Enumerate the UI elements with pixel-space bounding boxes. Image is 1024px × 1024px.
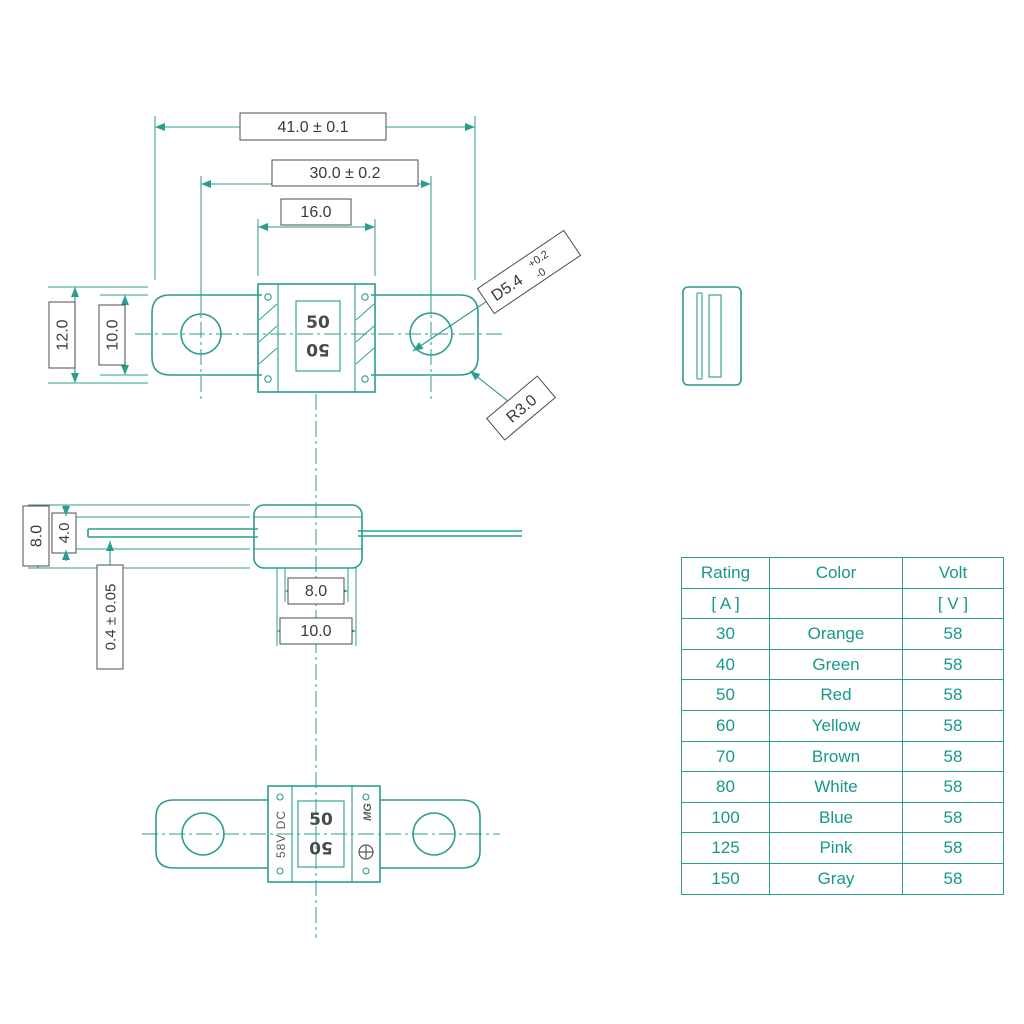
fuse-side-view: [87, 504, 522, 569]
dim-corner-radius: R3.0: [486, 375, 556, 441]
cell-rating: 100: [681, 801, 770, 834]
cell-volt: 58: [902, 709, 1004, 742]
cell-color: Green: [769, 648, 903, 681]
cell-volt: 58: [902, 648, 1004, 681]
cell-rating: 60: [681, 709, 770, 742]
dim-overall-length: 41.0 ± 0.1: [239, 112, 387, 141]
cell-rating: 50: [681, 679, 770, 711]
rating-window: [297, 800, 345, 868]
rivet-icon: [362, 867, 370, 875]
brand-marking: MG: [362, 803, 374, 821]
table-row: 100 Blue 58: [681, 801, 1004, 834]
svg-text:30.0 ± 0.2: 30.0 ± 0.2: [309, 165, 380, 182]
dim-hole-diameter: D5.4 +0.2 -0: [476, 229, 582, 315]
rating-window: [295, 300, 341, 372]
unit-color: [769, 587, 903, 620]
mounting-hole-left: [181, 812, 225, 856]
dim-blade-thickness: 0.4 ± 0.05: [96, 564, 124, 670]
fuse-rating-marking: 50: [306, 313, 330, 333]
svg-text:10.0: 10.0: [300, 623, 331, 640]
rivet-icon: [276, 793, 284, 801]
table-row: 50 Red 58: [681, 679, 1004, 711]
dim-body-width: 16.0: [280, 198, 352, 226]
fuse-front-view: 50 50 58V DC MG: [155, 785, 481, 883]
cell-color: Orange: [769, 618, 903, 650]
col-header-color: Color: [769, 557, 903, 589]
svg-text:41.0 ± 0.1: 41.0 ± 0.1: [277, 119, 348, 136]
table-row: 30 Orange 58: [681, 618, 1004, 650]
cell-rating: 125: [681, 832, 770, 864]
dim-side-height: 8.0: [22, 505, 50, 567]
fuse-rating-marking-inverted: 50: [309, 837, 333, 857]
col-header-rating: Rating: [681, 557, 770, 589]
cell-volt: 58: [902, 771, 1004, 803]
rivet-icon: [264, 293, 272, 301]
dim-terminal-height: 10.0: [98, 304, 126, 366]
cell-color: Red: [769, 679, 903, 711]
unit-volt: [ V ]: [902, 587, 1004, 620]
table-row: 70 Brown 58: [681, 740, 1004, 773]
fuse-body: [267, 785, 381, 883]
ratings-table: Rating Color Volt [ A ] [ V ] 30 Orange …: [681, 557, 1004, 895]
dim-side-inner-height: 4.0: [51, 512, 77, 554]
mounting-hole-right: [412, 812, 456, 856]
side-body: [253, 504, 363, 569]
table-row: 125 Pink 58: [681, 832, 1004, 864]
fuse-end-view: [682, 286, 742, 386]
col-header-volt: Volt: [902, 557, 1004, 589]
rivet-icon: [264, 375, 272, 383]
fuse-rating-marking-inverted: 50: [306, 339, 330, 359]
cell-volt: 58: [902, 679, 1004, 711]
cell-rating: 150: [681, 862, 770, 895]
dimensions-side-view: 8.0 10.0 8.0 4.0 0.4 ± 0.05: [22, 504, 357, 670]
cell-rating: 70: [681, 740, 770, 773]
svg-text:8.0: 8.0: [29, 525, 46, 547]
cell-volt: 58: [902, 801, 1004, 834]
cell-volt: 58: [902, 740, 1004, 773]
rivet-icon: [361, 375, 369, 383]
cell-color: Pink: [769, 832, 903, 864]
table-row: 60 Yellow 58: [681, 709, 1004, 742]
table-row: 80 White 58: [681, 771, 1004, 803]
cell-color: Gray: [769, 862, 903, 895]
svg-text:10.0: 10.0: [105, 319, 122, 350]
dim-outer-width: 10.0: [279, 617, 353, 645]
cell-volt: 58: [902, 862, 1004, 895]
cell-rating: 80: [681, 771, 770, 803]
unit-rating: [ A ]: [681, 587, 770, 620]
cell-rating: 30: [681, 618, 770, 650]
cell-color: Brown: [769, 740, 903, 773]
fuse-rating-marking: 50: [309, 810, 333, 830]
rivet-icon: [276, 867, 284, 875]
ground-symbol-icon: [358, 844, 374, 860]
dim-overall-height: 12.0: [48, 301, 76, 369]
svg-text:16.0: 16.0: [300, 204, 331, 221]
fuse-body: [257, 283, 376, 393]
svg-text:8.0: 8.0: [305, 583, 327, 600]
cell-color: Yellow: [769, 709, 903, 742]
cell-color: White: [769, 771, 903, 803]
voltage-marking: 58V DC: [274, 810, 288, 858]
table-header-row: Rating Color Volt: [681, 557, 1004, 589]
rivet-icon: [361, 293, 369, 301]
svg-text:12.0: 12.0: [55, 319, 72, 350]
dim-inner-width: 8.0: [287, 577, 345, 605]
cell-rating: 40: [681, 648, 770, 681]
cell-volt: 58: [902, 618, 1004, 650]
rivet-icon: [362, 793, 370, 801]
table-row: 150 Gray 58: [681, 862, 1004, 895]
fuse-top-view: 50 50: [151, 283, 479, 393]
cell-color: Blue: [769, 801, 903, 834]
dim-hole-pitch: 30.0 ± 0.2: [271, 159, 419, 187]
table-row: 40 Green 58: [681, 648, 1004, 681]
table-units-row: [ A ] [ V ]: [681, 587, 1004, 620]
dimensions-top-view: 41.0 ± 0.1 30.0 ± 0.2 16.0 12.0 10.0: [48, 112, 582, 441]
cell-volt: 58: [902, 832, 1004, 864]
svg-text:0.4 ± 0.05: 0.4 ± 0.05: [103, 584, 120, 651]
svg-text:4.0: 4.0: [56, 523, 73, 544]
